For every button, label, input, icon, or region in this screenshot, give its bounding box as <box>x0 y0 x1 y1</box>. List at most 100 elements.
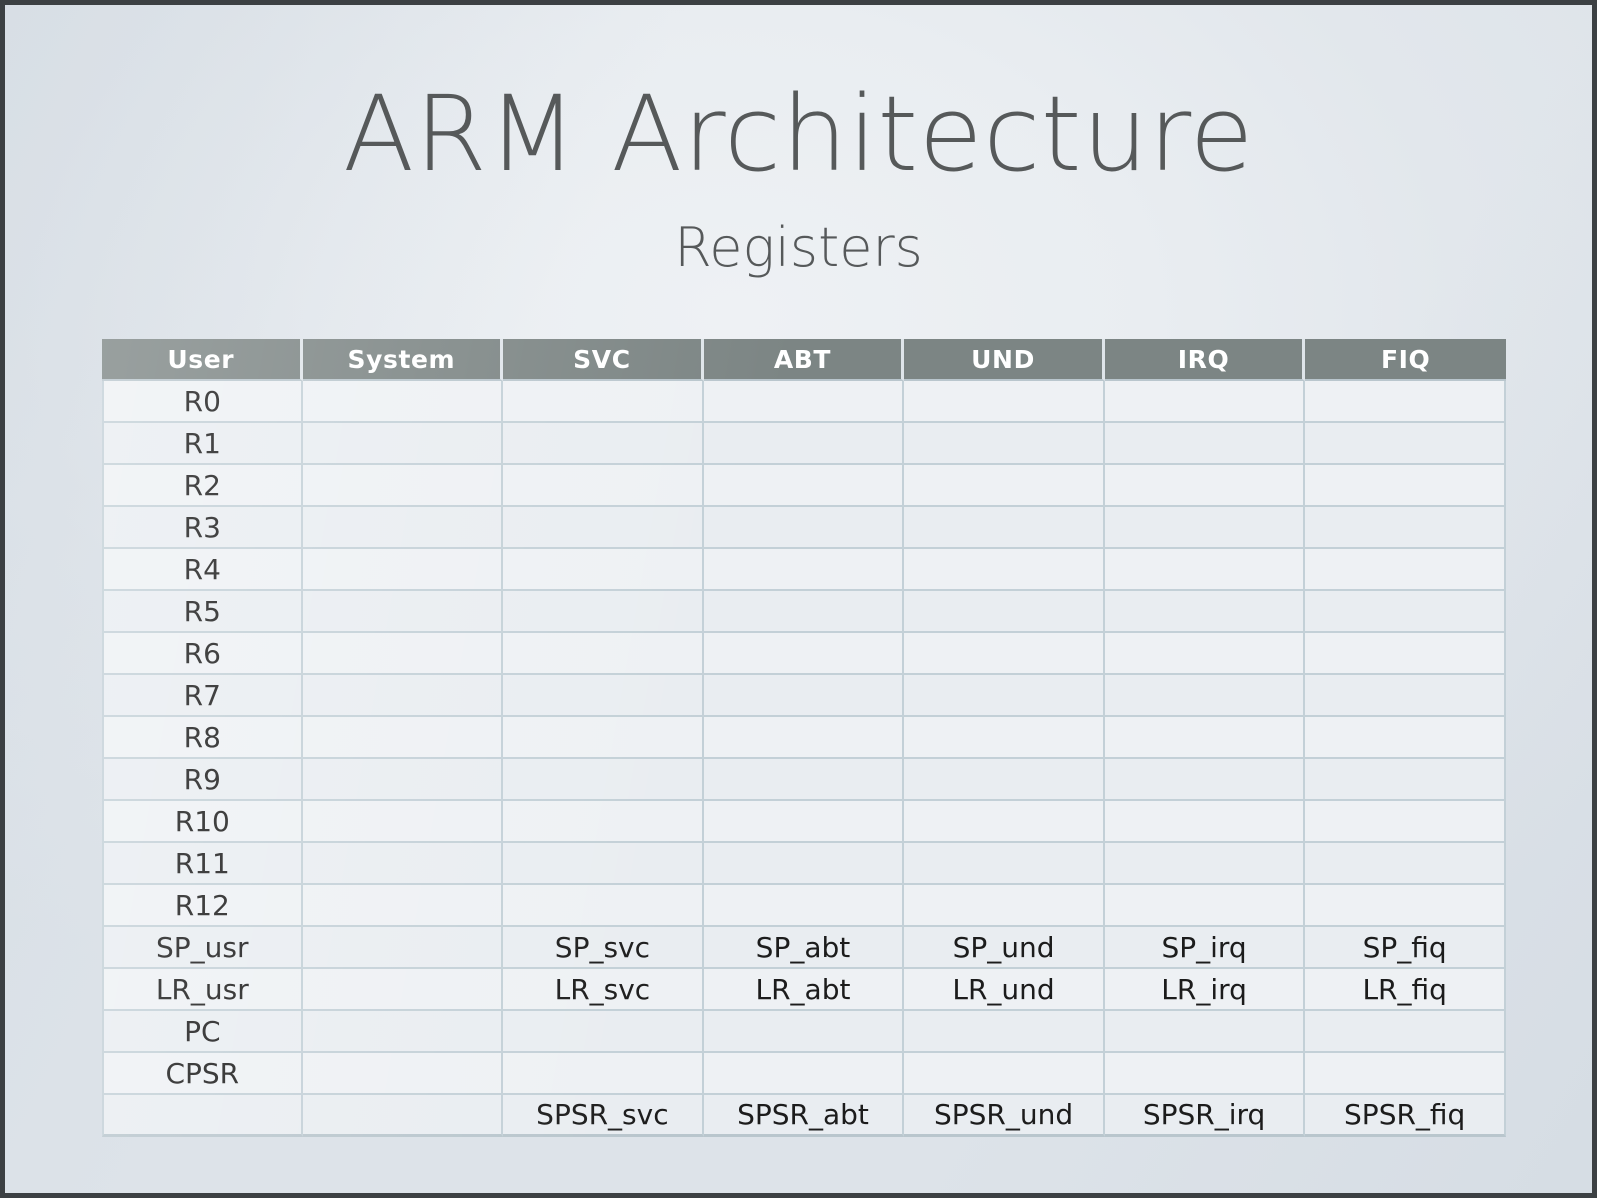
cell-r10: R10 <box>102 801 303 843</box>
cell-sp_svc: SP_svc <box>503 927 704 969</box>
cell-empty <box>302 507 504 549</box>
cell-empty <box>1305 1053 1506 1095</box>
cell-r3: R3 <box>102 507 303 549</box>
cell-empty <box>302 549 504 591</box>
cell-empty <box>703 423 905 465</box>
cell-empty <box>503 591 704 633</box>
cell-empty <box>302 843 504 885</box>
cell-sp_und: SP_und <box>904 927 1105 969</box>
cell-empty <box>503 801 704 843</box>
cell-empty <box>302 927 504 969</box>
cell-empty <box>1104 675 1306 717</box>
cell-empty <box>703 1011 905 1053</box>
cell-empty <box>904 843 1105 885</box>
cell-empty <box>904 1011 1105 1053</box>
cell-empty <box>1104 1011 1306 1053</box>
cell-empty <box>904 381 1105 423</box>
cell-empty <box>503 717 704 759</box>
cell-empty <box>1104 465 1306 507</box>
table-row: R0 <box>102 381 1506 423</box>
cell-empty <box>1104 717 1306 759</box>
cell-empty <box>1305 465 1506 507</box>
cell-empty <box>503 633 704 675</box>
cell-empty <box>1104 381 1306 423</box>
cell-empty <box>503 465 704 507</box>
cell-sp_fiq: SP_fiq <box>1305 927 1506 969</box>
cell-spsr_fiq: SPSR_fiq <box>1305 1095 1506 1137</box>
table-row: CPSR <box>102 1053 1506 1095</box>
cell-empty <box>904 1053 1105 1095</box>
cell-lr_abt: LR_abt <box>703 969 905 1011</box>
table-row: R10 <box>102 801 1506 843</box>
cell-empty <box>503 1011 704 1053</box>
cell-lr_svc: LR_svc <box>503 969 704 1011</box>
cell-empty <box>302 759 504 801</box>
cell-lr_fiq: LR_fiq <box>1305 969 1506 1011</box>
cell-empty <box>703 1053 905 1095</box>
table-row: PC <box>102 1011 1506 1053</box>
cell-empty <box>703 885 905 927</box>
cell-sp_abt: SP_abt <box>703 927 905 969</box>
table-row: R1 <box>102 423 1506 465</box>
cell-empty <box>904 549 1105 591</box>
cell-lr_irq: LR_irq <box>1104 969 1306 1011</box>
cell-spsr_svc: SPSR_svc <box>503 1095 704 1137</box>
cell-empty <box>1305 885 1506 927</box>
cell-empty <box>703 633 905 675</box>
cell-empty <box>904 591 1105 633</box>
cell-empty <box>1104 801 1306 843</box>
cell-empty <box>1305 801 1506 843</box>
cell-spsr_irq: SPSR_irq <box>1104 1095 1306 1137</box>
cell-empty <box>302 423 504 465</box>
cell-empty <box>703 717 905 759</box>
cell-empty <box>1305 843 1506 885</box>
table-row: R12 <box>102 885 1506 927</box>
cell-empty <box>1305 633 1506 675</box>
cell-empty <box>102 1095 303 1137</box>
column-header-abt: ABT <box>703 339 905 381</box>
cell-r0: R0 <box>102 381 303 423</box>
cell-empty <box>703 381 905 423</box>
table-row: R11 <box>102 843 1506 885</box>
page-title: ARM Architecture <box>343 73 1254 195</box>
cell-r6: R6 <box>102 633 303 675</box>
cell-r8: R8 <box>102 717 303 759</box>
column-header-svc: SVC <box>503 339 704 381</box>
cell-empty <box>302 465 504 507</box>
cell-r2: R2 <box>102 465 303 507</box>
cell-empty <box>904 885 1105 927</box>
cell-empty <box>302 675 504 717</box>
cell-empty <box>302 801 504 843</box>
cell-empty <box>904 759 1105 801</box>
cell-r11: R11 <box>102 843 303 885</box>
cell-r12: R12 <box>102 885 303 927</box>
table-row: R3 <box>102 507 1506 549</box>
cell-empty <box>503 759 704 801</box>
cell-pc: PC <box>102 1011 303 1053</box>
cell-empty <box>904 633 1105 675</box>
cell-empty <box>1104 549 1306 591</box>
cell-empty <box>503 549 704 591</box>
cell-empty <box>703 465 905 507</box>
table-row: R2 <box>102 465 1506 507</box>
cell-empty <box>1104 507 1306 549</box>
cell-empty <box>503 843 704 885</box>
cell-empty <box>904 717 1105 759</box>
cell-empty <box>503 675 704 717</box>
cell-r5: R5 <box>102 591 303 633</box>
table-row: R7 <box>102 675 1506 717</box>
cell-empty <box>302 1011 504 1053</box>
cell-empty <box>302 1053 504 1095</box>
cell-empty <box>1305 1011 1506 1053</box>
cell-empty <box>904 675 1105 717</box>
cell-empty <box>302 885 504 927</box>
table-row: R9 <box>102 759 1506 801</box>
cell-empty <box>302 717 504 759</box>
cell-empty <box>1305 549 1506 591</box>
cell-empty <box>1305 381 1506 423</box>
cell-empty <box>1104 885 1306 927</box>
